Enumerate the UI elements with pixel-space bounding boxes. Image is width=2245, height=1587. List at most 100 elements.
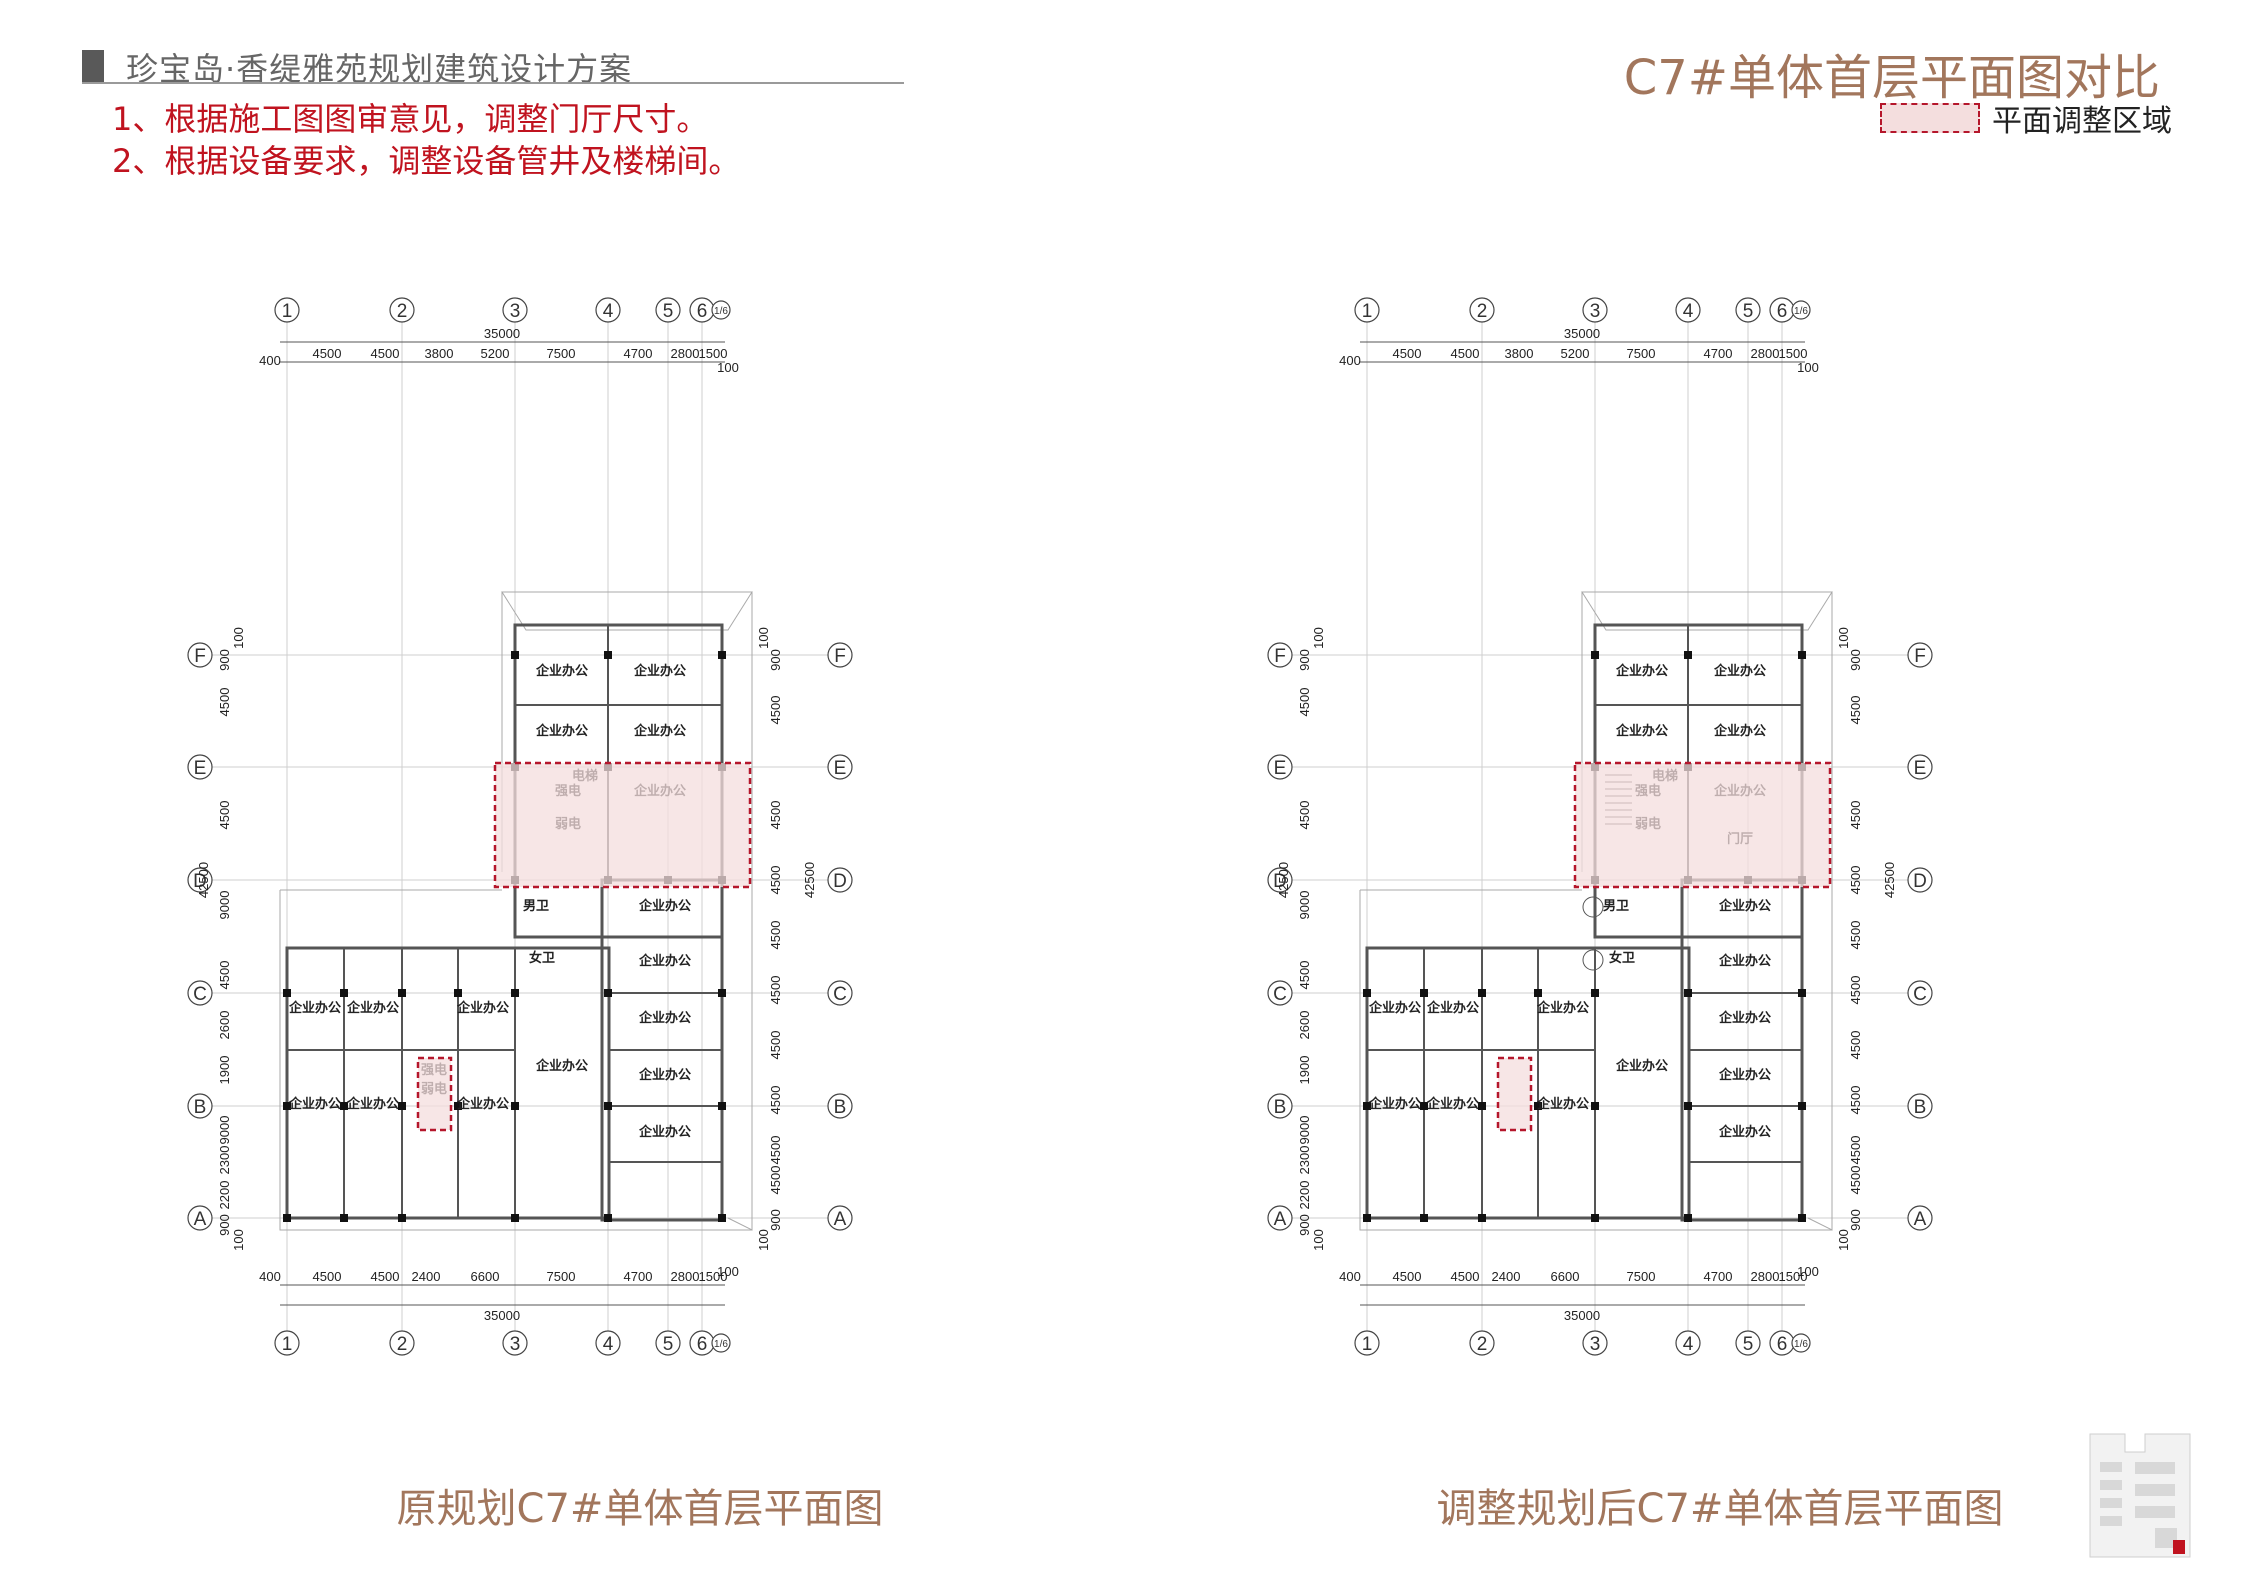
- room-label-office-6: 企业办公: [638, 1010, 691, 1026]
- room-label-office-15: 企业办公: [456, 1096, 509, 1112]
- dim-top-span-3: 3800: [1505, 346, 1534, 361]
- dim-right-span-2: 4500: [1848, 696, 1863, 725]
- axis-bubble-A-right: [827, 1205, 853, 1231]
- room-label-office-5: 企业办公: [1718, 953, 1771, 969]
- room-label-office-11: 企业办公: [346, 1000, 399, 1016]
- axis-label-3-bottom: 3: [510, 1334, 521, 1355]
- dim-right-span-4: 4500: [768, 866, 783, 895]
- column-1: [1684, 651, 1692, 659]
- site-key-map: [2085, 1432, 2195, 1562]
- dim-bottom-span-1: 4500: [1393, 1269, 1422, 1284]
- axis-label-6-bottom: 6: [1777, 1334, 1788, 1355]
- notes: 1、根据施工图图审意见，调整门厅尺寸。 2、根据设备要求，调整设备管井及楼梯间。: [112, 98, 740, 182]
- column-17: [1420, 989, 1428, 997]
- dim-right-span-7: 4500: [1848, 1031, 1863, 1060]
- axis-label-F-left: F: [1274, 646, 1286, 667]
- dim-total-depth-right: 42500: [1882, 862, 1897, 898]
- column-0: [511, 651, 519, 659]
- axis-label-3-top: 3: [1590, 301, 1601, 322]
- dim-right-span-5: 4500: [768, 921, 783, 950]
- column-26: [283, 1214, 291, 1222]
- room-label-office-2: 企业办公: [535, 723, 588, 739]
- axis-label-A-left: A: [194, 1209, 207, 1230]
- axis-label-2-bottom: 2: [1477, 1334, 1488, 1355]
- dim-bottom-span-4: 6600: [471, 1269, 500, 1284]
- axis-bubble-B-left: [187, 1093, 213, 1119]
- axis-label-6-top: 6: [697, 301, 708, 322]
- dim-right-span-7: 4500: [768, 1031, 783, 1060]
- column-22: [1420, 1102, 1428, 1110]
- dim-bottom-span-1: 4500: [313, 1269, 342, 1284]
- room-label-office-1: 企业办公: [633, 663, 686, 679]
- axis-bubble-F-right: [1907, 642, 1933, 668]
- dim-top-span-5: 7500: [1627, 346, 1656, 361]
- axis-bubble-5-top: [1735, 297, 1761, 323]
- structural-columns: [1363, 651, 1806, 1222]
- axis-bubble-C-left: [187, 980, 213, 1006]
- axis-bubble-2-bottom: [1469, 1330, 1495, 1356]
- axis-bubble-C-left: [1267, 980, 1293, 1006]
- axis-label-E-left: E: [1274, 758, 1287, 779]
- dim-top-span-2: 4500: [371, 346, 400, 361]
- column-1: [604, 651, 612, 659]
- axis-bubble-1-top: [1354, 297, 1380, 323]
- axis-label-A-right: A: [1914, 1209, 1927, 1230]
- axis-label-B-left: B: [1274, 1097, 1287, 1118]
- axis-label-C-left: C: [193, 984, 207, 1005]
- dim-left-span-11: 900: [217, 1214, 232, 1236]
- dim-bottom-span-7: 2800: [1751, 1269, 1780, 1284]
- dim-total-width-top: 35000: [484, 326, 520, 341]
- dim-top-span-7: 2800: [1751, 346, 1780, 361]
- room-label-office-0: 企业办公: [1615, 663, 1668, 679]
- column-15: [1798, 1214, 1806, 1222]
- dim-top-span-7: 2800: [671, 346, 700, 361]
- dim-left-span-4: 9000: [217, 891, 232, 920]
- axis-bubble-E-right: [1907, 754, 1933, 780]
- dim-total-depth-right: 42500: [802, 862, 817, 898]
- dim-bottom-span-8: 1500: [699, 1269, 728, 1284]
- axis-bubble-1/6-top: [711, 300, 731, 320]
- dim-top-span-1: 4500: [313, 346, 342, 361]
- dim-left-span-2: 4500: [1297, 688, 1312, 717]
- column-29: [1591, 1214, 1599, 1222]
- dim-bottom-span-0: 400: [1339, 1269, 1361, 1284]
- column-11: [718, 989, 726, 997]
- axis-bubble-E-right: [827, 754, 853, 780]
- axis-label-F-right: F: [1914, 646, 1926, 667]
- axis-bubble-3-top: [1582, 297, 1608, 323]
- dim-bottom-span-2: 4500: [1451, 1269, 1480, 1284]
- axis-bubble-4-top: [595, 297, 621, 323]
- dim-right-span-8: 4500: [768, 1086, 783, 1115]
- adjustment-zone-lobby: [493, 761, 752, 889]
- axis-bubble-E-left: [187, 754, 213, 780]
- dim-left-span-12: 100: [231, 1229, 246, 1251]
- axis-label-C-right: C: [1913, 984, 1927, 1005]
- room-label-mens-wc: 男卫: [523, 899, 549, 914]
- room-label-office-8: 企业办公: [1718, 1124, 1771, 1140]
- dim-bottom-span-6: 4700: [1704, 1269, 1733, 1284]
- axis-label-E-left: E: [194, 758, 207, 779]
- dim-left-span-6: 2600: [1297, 1011, 1312, 1040]
- adjustment-zone-lobby: [1573, 761, 1832, 889]
- axis-bubble-3-bottom: [1582, 1330, 1608, 1356]
- column-29: [511, 1214, 519, 1222]
- room-label-office-12: 企业办公: [456, 1000, 509, 1016]
- room-label-office-9: 企业办公: [535, 1058, 588, 1074]
- column-25: [1591, 1102, 1599, 1110]
- room-label-office-14: 企业办公: [1426, 1096, 1479, 1112]
- dim-left-span-10: 2200: [1297, 1181, 1312, 1210]
- dim-bottom-span-6: 4700: [624, 1269, 653, 1284]
- column-14: [1684, 1214, 1692, 1222]
- dim-top-span-9: 100: [717, 360, 739, 375]
- dim-total-width-top: 35000: [1564, 326, 1600, 341]
- room-label-office-14: 企业办公: [346, 1096, 399, 1112]
- dim-right-span-1: 900: [768, 649, 783, 671]
- column-26: [1363, 1214, 1371, 1222]
- column-12: [604, 1102, 612, 1110]
- axis-label-D-left: D: [193, 871, 207, 892]
- legend-label: 平面调整区域: [1992, 104, 2172, 139]
- roof-outline-lower: [1359, 889, 1832, 1231]
- dim-top-span-6: 4700: [624, 346, 653, 361]
- axis-label-1-top: 1: [282, 301, 293, 322]
